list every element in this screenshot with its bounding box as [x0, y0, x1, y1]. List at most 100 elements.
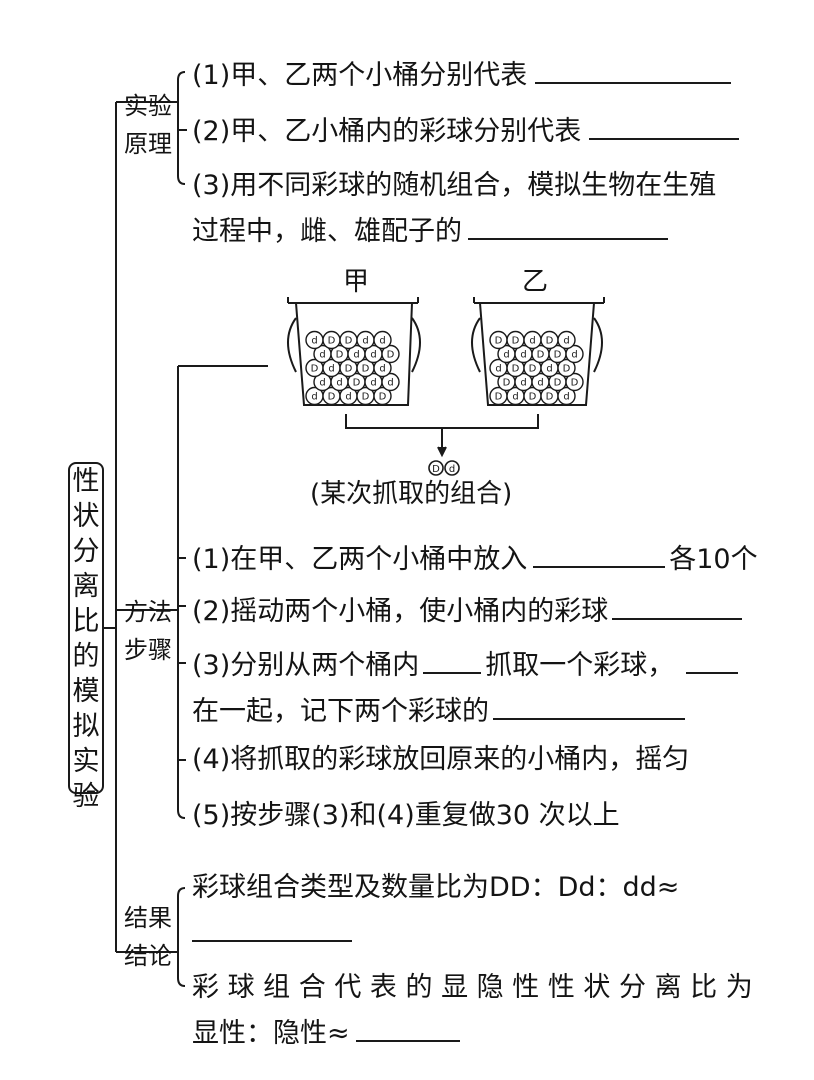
ball-letter: D — [529, 392, 537, 403]
result-item-1-blank-line — [192, 916, 352, 950]
method-item-4: (4)将抓取的彩球放回原来的小桶内，摇匀 — [192, 744, 690, 775]
ball-letter: d — [319, 350, 325, 361]
drawn-ball-1: D — [432, 464, 440, 475]
ball-letter: D — [512, 336, 520, 347]
ball-letter: D — [362, 392, 370, 403]
ball-letter: d — [387, 378, 393, 389]
ball-letter: D — [353, 378, 361, 389]
title-char: 拟 — [72, 711, 100, 742]
title-char: 模 — [72, 676, 100, 707]
title-char: 性 — [72, 466, 100, 497]
method-item-3-cont: 在一起，记下两个彩球的 — [192, 694, 685, 728]
ball-letter: D — [345, 336, 353, 347]
bucket-a-rim — [287, 297, 419, 304]
ball-letter: d — [563, 336, 569, 347]
answer-blank[interactable] — [589, 114, 740, 140]
answer-blank[interactable] — [535, 58, 732, 84]
ball-letter: D — [554, 378, 562, 389]
figure-caption: (某次抓取的组合) — [310, 479, 513, 509]
answer-blank[interactable] — [355, 1016, 460, 1042]
colored-ball — [557, 358, 576, 378]
ball-letter: D — [546, 336, 554, 347]
answer-blank[interactable] — [468, 214, 668, 240]
title-char: 比 — [72, 606, 100, 637]
ball-letter: d — [520, 350, 526, 361]
method-item-2: (2)摇动两个小桶，使小桶内的彩球 — [192, 594, 743, 628]
ball-letter: d — [503, 350, 509, 361]
principle-item-2: (2)甲、乙小桶内的彩球分别代表 — [192, 114, 740, 148]
topic-title-box: 性 状 分 离 比 的 模 拟 实 验 — [68, 462, 104, 812]
ball-letter: D — [495, 336, 503, 347]
ball-letter: d — [370, 350, 376, 361]
answer-blank[interactable] — [533, 542, 666, 568]
ball-letter: D — [336, 350, 344, 361]
ball-letter: D — [387, 350, 395, 361]
ball-letter: D — [512, 364, 520, 375]
ball-letter: D — [328, 336, 336, 347]
ball-letter: d — [345, 392, 351, 403]
principle-item-3: (3)用不同彩球的随机组合，模拟生物在生殖 — [192, 170, 717, 201]
ball-letter: d — [328, 364, 334, 375]
colored-ball — [373, 358, 392, 378]
ball-letter: D — [345, 364, 353, 375]
ball-letter: d — [353, 350, 359, 361]
ball-letter: d — [537, 378, 543, 389]
ball-letter: d — [319, 378, 325, 389]
ball-letter: d — [546, 364, 552, 375]
result-item-2: 彩 球 组 合 代 表 的 显 隐 性 性 状 分 离 比 为 — [192, 972, 753, 1003]
method-item-1: (1)在甲、乙两个小桶中放入各10个 — [192, 542, 758, 575]
ball-letter: D — [546, 392, 554, 403]
principle-label-top: 实验 — [124, 92, 172, 120]
colored-ball — [565, 372, 584, 392]
answer-blank[interactable] — [423, 648, 482, 674]
ball-letter: d — [563, 392, 569, 403]
answer-blank[interactable] — [493, 694, 685, 720]
method-label-bottom: 步骤 — [124, 636, 172, 664]
bucket-b-label: 乙 — [522, 267, 549, 297]
ball-letter: D — [362, 364, 370, 375]
colored-ball — [557, 386, 576, 406]
colored-ball — [373, 330, 392, 350]
title-char: 分 — [72, 536, 100, 567]
bucket-b-body — [479, 302, 595, 406]
title-char: 状 — [72, 501, 100, 532]
answer-blank[interactable] — [612, 594, 743, 620]
bucket-a-body — [295, 302, 413, 406]
ball-letter: D — [379, 392, 387, 403]
ball-letter: d — [520, 378, 526, 389]
drawn-ball-2: d — [449, 464, 455, 475]
answer-blank[interactable] — [686, 648, 739, 674]
colored-ball — [565, 344, 584, 364]
bucket-b-handle-right — [593, 317, 603, 373]
ball-letter: D — [311, 364, 319, 375]
bucket-b-handle-left — [471, 317, 481, 373]
title-char: 实 — [72, 746, 100, 777]
colored-ball — [381, 344, 400, 364]
answer-blank[interactable] — [192, 916, 352, 942]
ball-letter: d — [379, 336, 385, 347]
colored-ball — [381, 372, 400, 392]
ball-letter: d — [529, 336, 535, 347]
principle-item-3-cont: 过程中，雌、雄配子的 — [192, 214, 668, 248]
ball-letter: D — [529, 364, 537, 375]
ball-letter: d — [379, 364, 385, 375]
title-char: 验 — [72, 781, 100, 812]
ball-letter: D — [537, 350, 545, 361]
ball-letter: D — [571, 378, 579, 389]
ball-letter: d — [571, 350, 577, 361]
colored-ball — [557, 330, 576, 350]
method-item-5: (5)按步骤(3)和(4)重复做30 次以上 — [192, 800, 620, 831]
ball-letter: d — [370, 378, 376, 389]
drawn-pair: D d — [428, 460, 460, 476]
ball-letter: D — [554, 350, 562, 361]
colored-ball — [373, 386, 392, 406]
bucket-a-handle-right — [411, 317, 421, 373]
bucket-b-rim — [473, 297, 605, 304]
method-item-3: (3)分别从两个桶内抓取一个彩球， — [192, 648, 739, 682]
bucket-a-handle-left — [287, 317, 297, 373]
result-item-2-cont: 显性：隐性≈ — [192, 1016, 460, 1050]
